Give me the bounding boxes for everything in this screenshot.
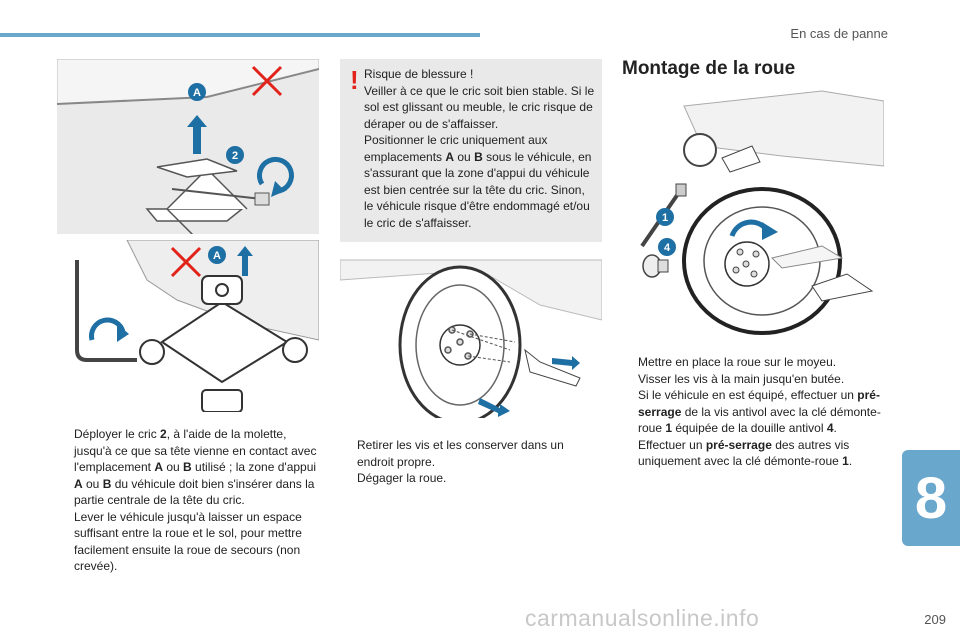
list-item: Déployer le cric 2, à l'aide de la molet… [74,427,317,507]
warning-paragraph-1: Veiller à ce que le cric soit bien stabl… [364,83,595,131]
list-item: Lever le véhicule jusqu'à laisser un esp… [74,509,302,574]
list-item: Effectuer un pré-serrage des autres vis … [638,437,853,469]
warning-title: Risque de blessure ! [364,67,474,81]
list-item: Si le véhicule en est équipé, effectuer … [638,388,881,435]
page-number: 209 [924,612,946,627]
chapter-tab: 8 [902,450,960,546]
warning-icon: ! [350,65,359,95]
list-item: Dégager la roue. [357,471,447,485]
list-item: Visser les vis à la main jusqu'en butée. [638,371,845,386]
watermark: carmanualsonline.info [525,605,760,631]
warning-paragraph-2: Positionner le cric uniquement aux empla… [364,133,592,230]
warning-box: ! Risque de blessure ! Veiller à ce que … [340,59,602,242]
callout-4: 4 [664,242,671,254]
figure-jack-closeup: A [57,240,319,412]
list-item: Retirer les vis et les conserver dans un… [357,438,564,469]
middle-instructions: Retirer les vis et les conserver dans un… [343,437,601,487]
figure-jack-positioning: A 2 [57,59,319,234]
callout-A: A [193,87,201,99]
header-rule [0,33,480,37]
right-instructions: Mettre en place la roue sur le moyeu. Vi… [624,354,886,470]
left-instructions: Déployer le cric 2, à l'aide de la molet… [60,426,318,575]
callout-2: 2 [232,150,238,162]
section-heading: Montage de la roue [622,58,796,79]
figure-wheel-mounting: 1 4 [622,86,884,348]
list-item: Mettre en place la roue sur le moyeu. [638,355,837,369]
figure-wheel-removal [340,250,602,418]
callout-A-closeup: A [213,250,221,262]
callout-1: 1 [662,212,668,224]
section-title: En cas de panne [790,26,888,41]
